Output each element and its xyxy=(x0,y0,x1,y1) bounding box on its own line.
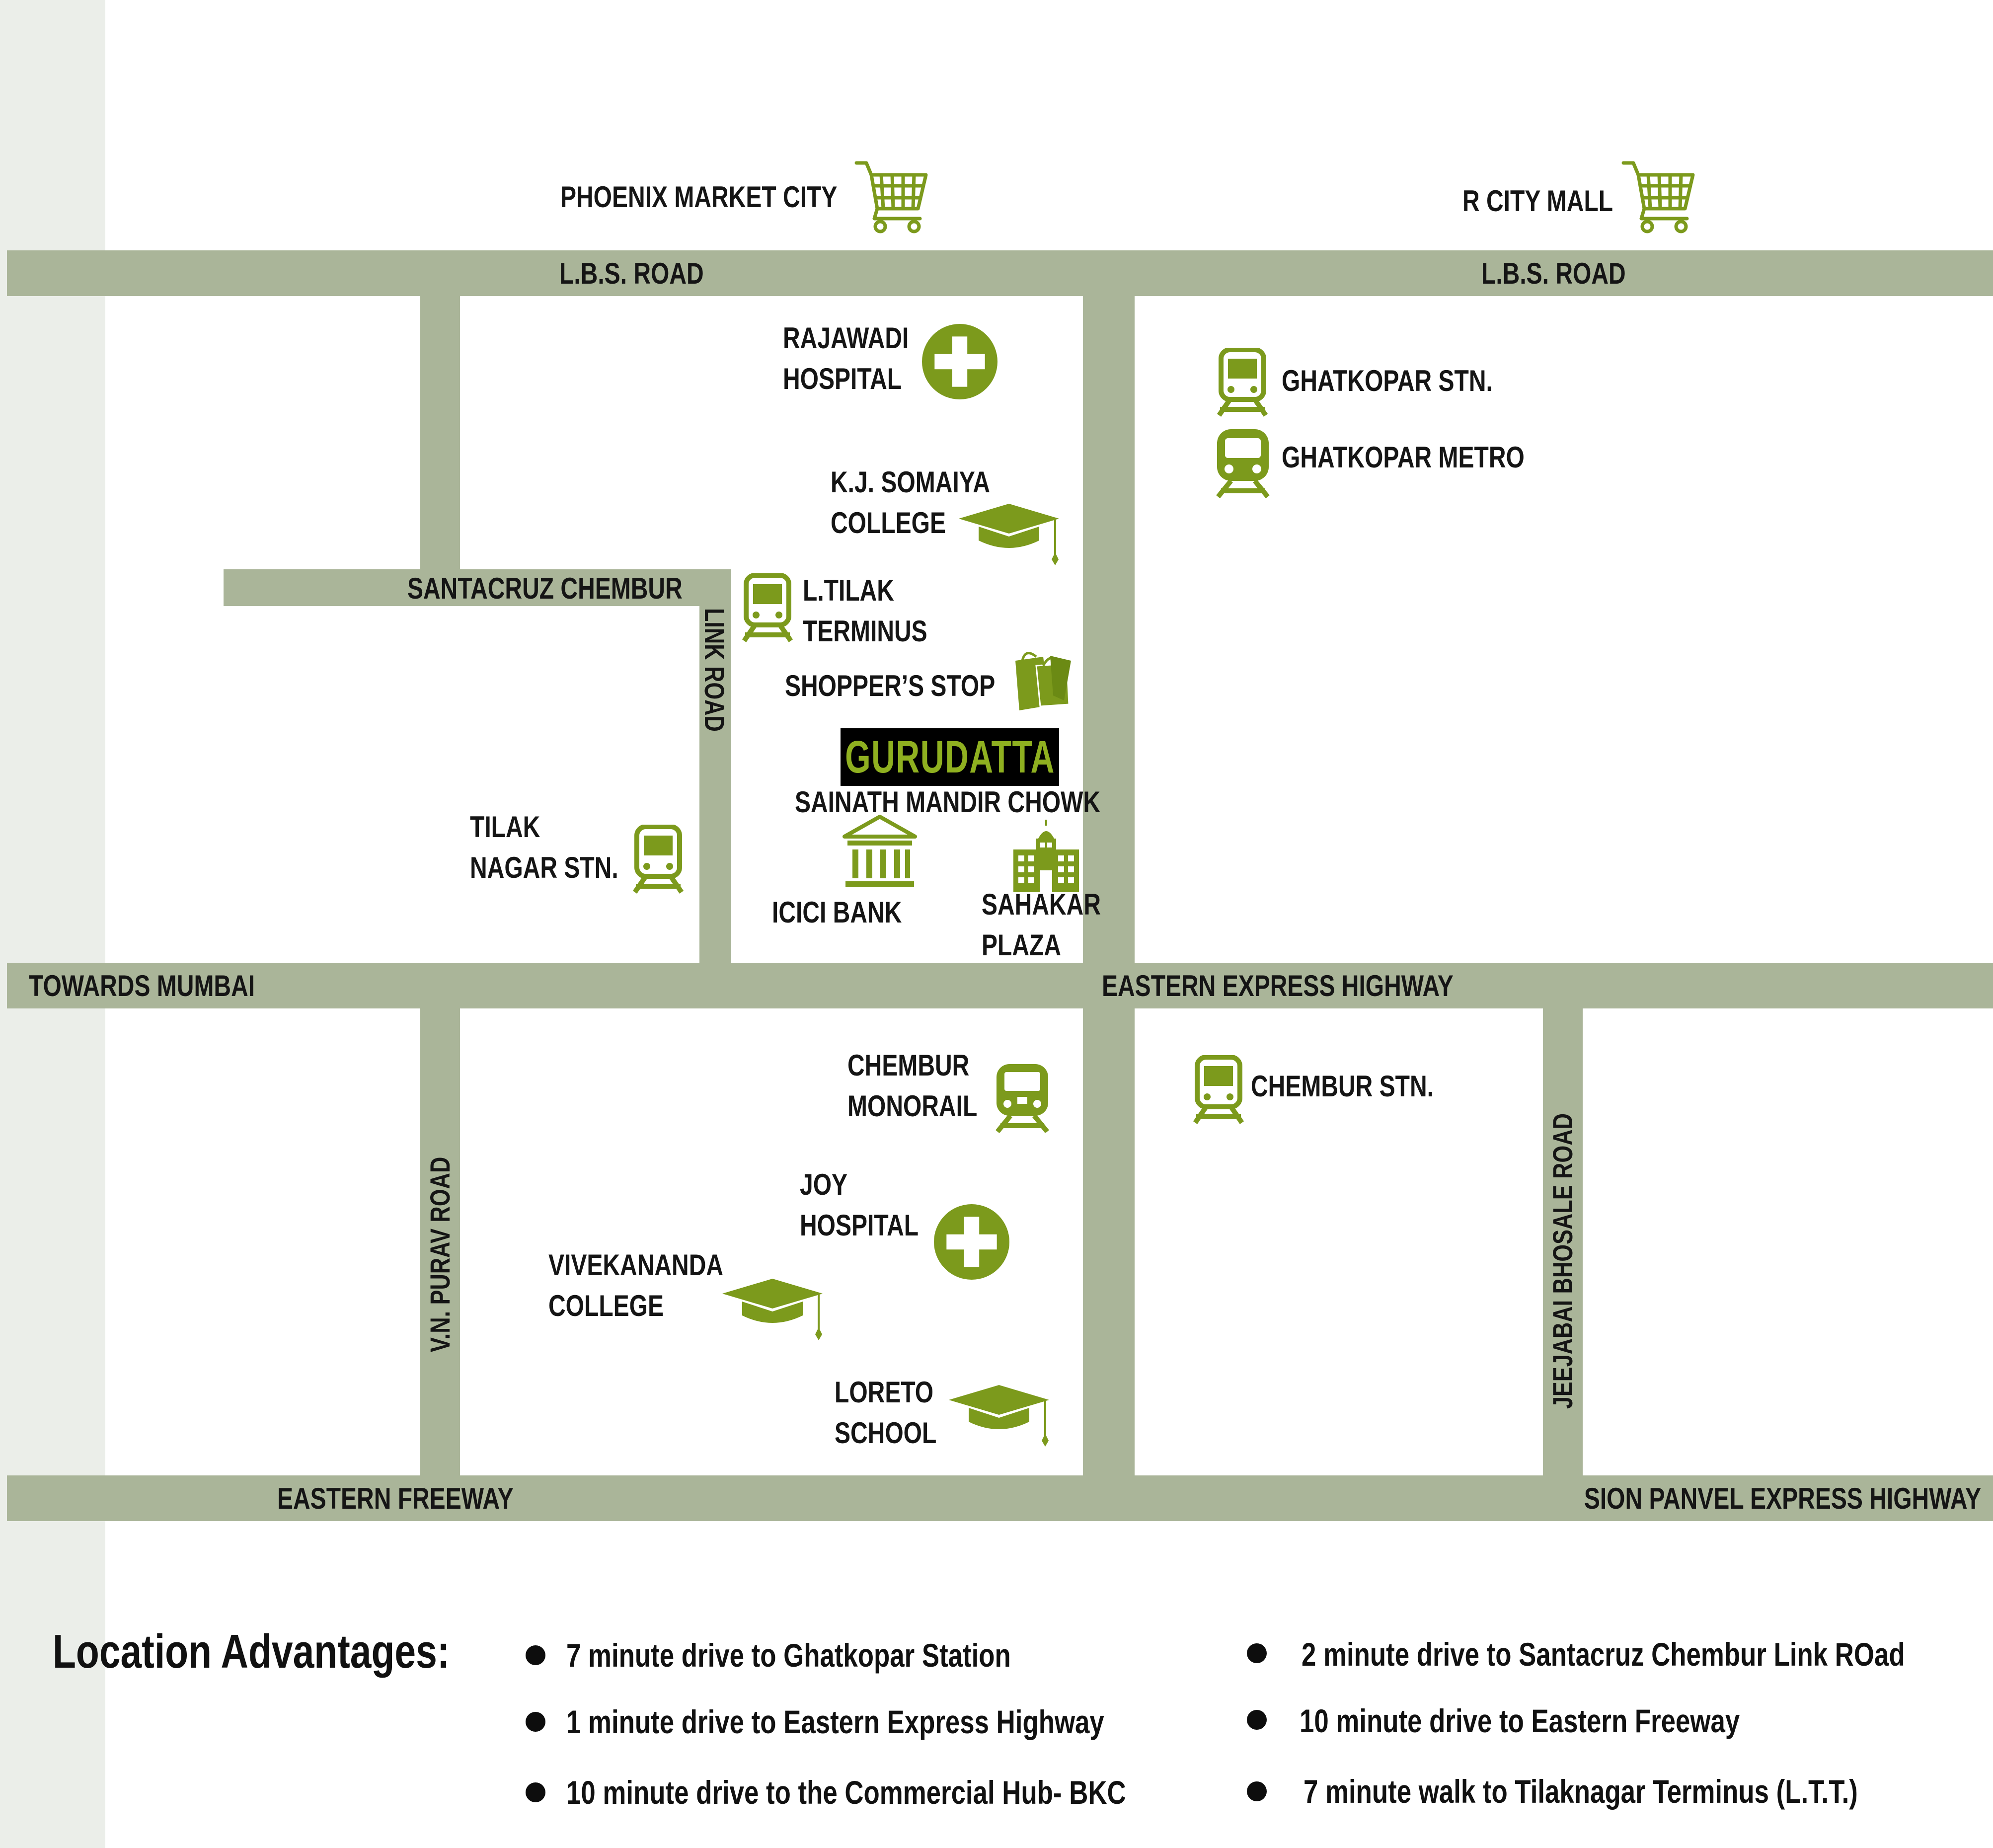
road-label-vn-purav: V.N. PURAV ROAD xyxy=(424,1156,456,1352)
road-jeejabai-bhosale xyxy=(1543,989,1583,1490)
poi-ghatkopar-stn-label: GHATKOPAR STN. xyxy=(1282,364,1493,397)
train-icon xyxy=(1215,348,1270,417)
poi-vivekananda-line2: COLLEGE xyxy=(548,1289,664,1322)
shopping-cart-icon xyxy=(1621,160,1696,234)
metro-icon xyxy=(1213,428,1273,498)
road-label-eastern-express: EASTERN EXPRESS HIGHWAY xyxy=(1102,969,1454,1002)
advantages-title: Location Advantages: xyxy=(53,1625,450,1678)
project-name: GURUDATTA xyxy=(844,731,1055,782)
poi-chembur-monorail-line2: MONORAIL xyxy=(847,1089,978,1123)
road-left-vertical-upper xyxy=(420,278,460,596)
graduation-cap-icon xyxy=(947,1383,1051,1448)
poi-sahakar-line2: PLAZA xyxy=(982,928,1061,962)
poi-tilak-nagar-line2: NAGAR STN. xyxy=(470,851,618,884)
bullet-icon xyxy=(1247,1643,1267,1663)
road-label-lbs-right: L.B.S. ROAD xyxy=(1481,257,1626,290)
left-margin-strip xyxy=(0,0,105,1848)
poi-ltilak-line2: TERMINUS xyxy=(803,615,927,648)
advantage-item: 10 minute drive to Eastern Freeway xyxy=(1300,1702,1740,1739)
poi-ltilak-line1: L.TILAK xyxy=(803,574,894,607)
poi-icici-label: ICICI BANK xyxy=(772,896,902,929)
project-badge: GURUDATTA xyxy=(841,728,1059,786)
shopping-bags-icon xyxy=(1008,646,1073,715)
bullet-icon xyxy=(526,1712,545,1732)
poi-rajawadi-line1: RAJAWADI xyxy=(783,321,909,355)
poi-joy-line1: JOY xyxy=(800,1168,848,1201)
poi-vivekananda-line1: VIVEKANANDA xyxy=(548,1248,724,1282)
road-label-towards-mumbai: TOWARDS MUMBAI xyxy=(29,969,255,1002)
bullet-icon xyxy=(1247,1781,1267,1801)
road-link xyxy=(699,569,731,982)
poi-kj-somaiya-line2: COLLEGE xyxy=(831,506,946,539)
poi-rajawadi-line2: HOSPITAL xyxy=(783,362,902,395)
hospital-cross-icon xyxy=(934,1204,1009,1280)
bullet-icon xyxy=(1247,1710,1267,1730)
poi-ghatkopar-metro-label: GHATKOPAR METRO xyxy=(1282,441,1525,474)
poi-sahakar-line1: SAHAKAR xyxy=(982,888,1101,921)
advantage-item: 2 minute drive to Santacruz Chembur Link… xyxy=(1302,1636,1905,1673)
bank-icon xyxy=(843,815,917,889)
advantage-item: 10 minute drive to the Commercial Hub- B… xyxy=(566,1774,1126,1811)
road-eastern-express xyxy=(7,963,1993,1008)
road-label-lbs-left: L.B.S. ROAD xyxy=(559,257,704,290)
road-santacruz-chembur xyxy=(224,569,731,606)
road-eastern-freeway xyxy=(7,1475,1993,1521)
advantage-item: 7 minute drive to Ghatkopar Station xyxy=(566,1637,1011,1674)
hospital-cross-icon xyxy=(922,324,997,399)
poi-sainath-mandir-chowk: SAINATH MANDIR CHOWK xyxy=(795,785,1101,819)
poi-phoenix-label: PHOENIX MARKET CITY xyxy=(560,180,838,214)
road-central-vertical xyxy=(1083,278,1135,1510)
poi-chembur-stn-label: CHEMBUR STN. xyxy=(1251,1070,1434,1103)
shopping-cart-icon xyxy=(854,160,929,234)
poi-rcity-label: R CITY MALL xyxy=(1462,184,1613,218)
train-icon xyxy=(631,825,686,894)
poi-loreto-line1: LORETO xyxy=(835,1376,934,1409)
poi-joy-line2: HOSPITAL xyxy=(800,1209,919,1242)
road-label-eastern-freeway: EASTERN FREEWAY xyxy=(277,1482,514,1515)
poi-kj-somaiya-line1: K.J. SOMAIYA xyxy=(831,465,990,499)
graduation-cap-icon xyxy=(720,1277,825,1341)
poi-tilak-nagar-line1: TILAK xyxy=(470,810,540,844)
graduation-cap-icon xyxy=(957,502,1061,566)
monorail-icon xyxy=(993,1063,1052,1133)
train-icon xyxy=(1191,1055,1246,1125)
road-lbs xyxy=(7,250,1993,296)
poi-loreto-line2: SCHOOL xyxy=(835,1416,937,1450)
advantage-item: 1 minute drive to Eastern Express Highwa… xyxy=(566,1703,1104,1740)
road-label-sion-panvel: SION PANVEL EXPRESS HIGHWAY xyxy=(1584,1482,1981,1515)
road-label-link: LINK ROAD xyxy=(699,608,730,732)
road-label-jeejabai-bhosale: JEEJABAI BHOSALE ROAD xyxy=(1547,1113,1578,1409)
poi-chembur-monorail-line1: CHEMBUR xyxy=(847,1049,970,1082)
bullet-icon xyxy=(526,1782,545,1802)
poi-shoppers-stop-label: SHOPPER’S STOP xyxy=(785,669,996,702)
road-vn-purav xyxy=(420,989,460,1490)
bullet-icon xyxy=(526,1645,545,1665)
advantage-item: 7 minute walk to Tilaknagar Terminus (L.… xyxy=(1303,1773,1858,1810)
road-label-santacruz-chembur: SANTACRUZ CHEMBUR xyxy=(407,572,683,605)
train-icon xyxy=(740,573,795,643)
building-icon xyxy=(1011,819,1081,893)
